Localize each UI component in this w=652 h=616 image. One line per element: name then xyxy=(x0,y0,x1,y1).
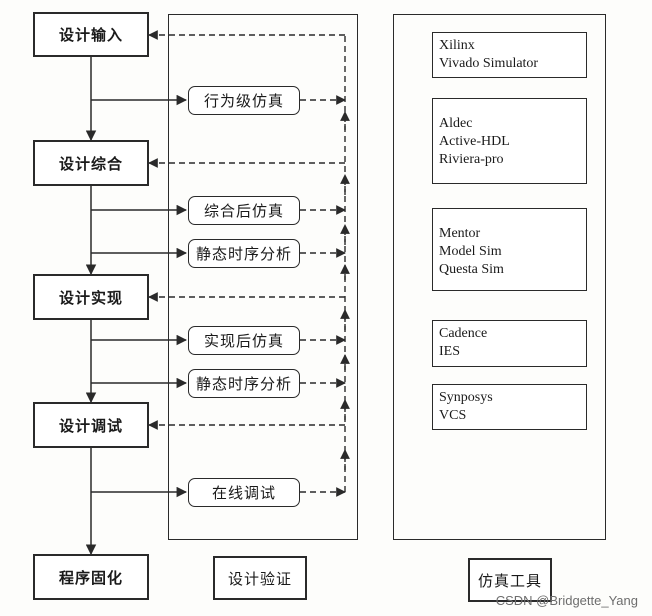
flow-step-debug: 设计调试 xyxy=(33,402,149,448)
verify-post-implementation-sim: 实现后仿真 xyxy=(188,326,300,355)
tools-panel xyxy=(393,14,606,540)
tool-mentor: Mentor Model Sim Questa Sim xyxy=(432,208,587,291)
flow-step-programming: 程序固化 xyxy=(33,554,149,600)
verify-post-synthesis-sim: 综合后仿真 xyxy=(188,196,300,225)
tool-line: VCS xyxy=(439,408,467,423)
tool-cadence: Cadence IES xyxy=(432,320,587,367)
verify-in-system-debug: 在线调试 xyxy=(188,478,300,507)
tool-line: Synposys xyxy=(439,390,493,405)
verify-behavioral-sim: 行为级仿真 xyxy=(188,86,300,115)
tool-line: Model Sim xyxy=(439,244,502,259)
flow-step-design-input: 设计输入 xyxy=(33,12,149,57)
tool-line: Questa Sim xyxy=(439,262,504,277)
tool-line: Xilinx xyxy=(439,38,475,53)
tool-line: Cadence xyxy=(439,326,488,341)
tool-line: Active-HDL xyxy=(439,134,510,149)
tool-line: Aldec xyxy=(439,116,473,131)
tool-line: IES xyxy=(439,344,460,359)
tools-title: 仿真工具 xyxy=(468,558,552,602)
verify-static-timing-2: 静态时序分析 xyxy=(188,369,300,398)
tool-synopsys: Synposys VCS xyxy=(432,384,587,430)
tool-aldec: Aldec Active-HDL Riviera-pro xyxy=(432,98,587,184)
verify-static-timing-1: 静态时序分析 xyxy=(188,239,300,268)
tool-line: Riviera-pro xyxy=(439,152,504,167)
verification-panel xyxy=(168,14,358,540)
flow-step-synthesis: 设计综合 xyxy=(33,140,149,186)
tool-line: Mentor xyxy=(439,226,481,241)
tool-line: Vivado Simulator xyxy=(439,56,539,71)
tool-xilinx: Xilinx Vivado Simulator xyxy=(432,32,587,78)
flow-step-implementation: 设计实现 xyxy=(33,274,149,320)
verification-title: 设计验证 xyxy=(213,556,307,600)
watermark: CSDN @Bridgette_Yang xyxy=(495,593,638,608)
